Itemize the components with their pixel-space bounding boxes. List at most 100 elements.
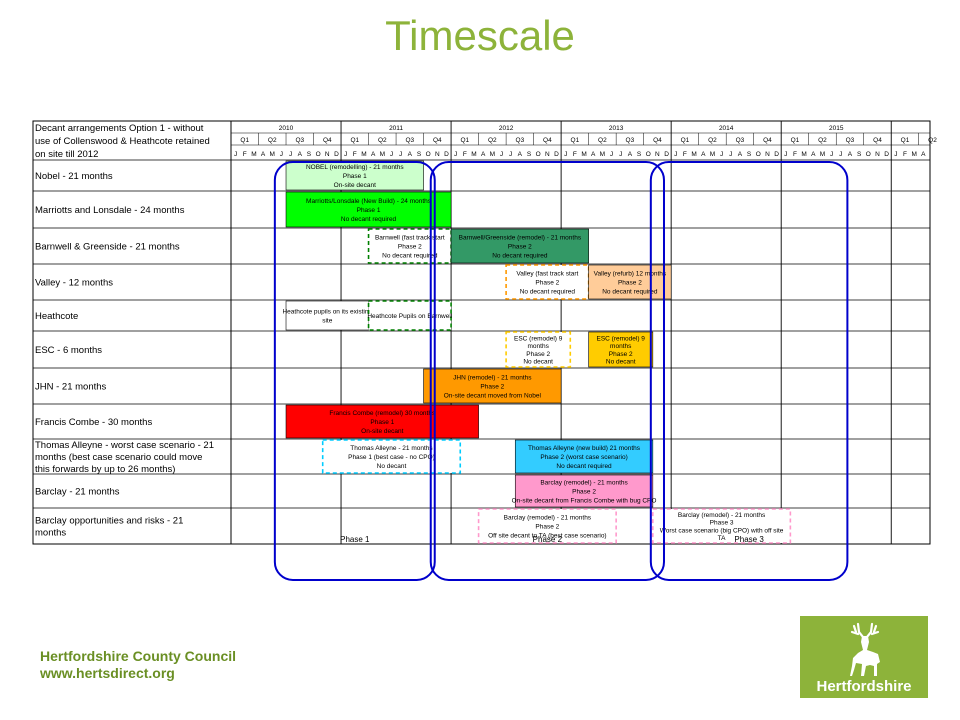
month-label: J	[830, 151, 833, 158]
task-bar: Marriotts/Lonsdale (New Build) - 24 mont…	[285, 191, 452, 228]
task-bar-rect	[450, 228, 589, 264]
task-bar-text: months	[610, 343, 632, 350]
month-label: N	[325, 151, 330, 158]
quarter-label: Q1	[240, 137, 249, 144]
year-label: 2015	[829, 125, 844, 132]
task-label: Heathcote	[35, 311, 78, 322]
task-bar-text: Phase 1	[370, 419, 394, 426]
phase-outline: Phase 3	[649, 161, 849, 581]
footer-org: Hertfordshire County Council	[40, 648, 237, 664]
month-label: N	[765, 151, 770, 158]
month-label: D	[774, 151, 779, 158]
month-label: J	[619, 151, 622, 158]
task-bar-text: Phase 2	[572, 489, 596, 496]
quarter-label: Q2	[708, 137, 717, 144]
month-label: J	[720, 151, 723, 158]
task-bar-rect	[367, 228, 452, 264]
task-bar-text: No decant	[523, 358, 553, 365]
task-bar-rect	[588, 264, 672, 300]
quarter-label: Q1	[681, 137, 690, 144]
header-label-line: on site till 2012	[35, 149, 98, 160]
task-bar-text: months	[528, 343, 550, 350]
month-label: M	[490, 151, 495, 158]
month-label: S	[747, 151, 752, 158]
month-label: J	[894, 151, 897, 158]
task-label: Valley - 12 months	[35, 278, 113, 289]
phase-outline-shape	[429, 161, 665, 581]
task-bar-text: No decant required	[382, 253, 438, 260]
task-bar-text: Phase 2	[508, 244, 532, 251]
month-label: J	[564, 151, 567, 158]
task-label: Barnwell & Greenside - 21 months	[35, 242, 180, 253]
month-label: A	[518, 151, 523, 158]
footer-url[interactable]: www.hertsdirect.org	[40, 665, 175, 681]
month-label: F	[353, 151, 357, 158]
task-bar-text: On-site decant	[361, 428, 403, 435]
task-bar-rect	[514, 439, 654, 474]
month-label: D	[334, 151, 339, 158]
task-bar-text: Phase 2	[526, 351, 550, 358]
month-label: M	[581, 151, 586, 158]
task-bar-text: Phase 1	[343, 173, 367, 180]
task-label: months	[35, 528, 66, 539]
month-label: M	[600, 151, 605, 158]
quarter-label: Q3	[846, 137, 855, 144]
month-label: M	[820, 151, 825, 158]
task-label: Barclay - 21 months	[35, 487, 120, 498]
month-label: M	[710, 151, 715, 158]
task-bar-rect	[588, 331, 654, 368]
task-bar-text: No decant required	[520, 289, 576, 296]
task-label: months (best case scenario could move	[35, 452, 202, 463]
phase-outline: Phase 2	[429, 161, 665, 581]
month-label: J	[390, 151, 393, 158]
month-label: O	[426, 151, 431, 158]
task-bar-text: Barclay (remodel) - 21 months	[540, 479, 628, 486]
task-label: Marriotts and Lonsdale - 24 months	[35, 205, 185, 216]
month-label: D	[554, 151, 559, 158]
quarter-label: Q4	[323, 137, 332, 144]
month-label: J	[674, 151, 677, 158]
year-label: 2014	[719, 125, 734, 132]
task-bar: Heathcote Pupils on Barnwell	[367, 300, 453, 331]
month-label: A	[591, 151, 596, 158]
month-label: O	[316, 151, 321, 158]
quarter-label: Q3	[736, 137, 745, 144]
month-label: N	[655, 151, 660, 158]
page-title: Timescale	[385, 12, 575, 59]
month-label: M	[270, 151, 275, 158]
month-label: J	[454, 151, 457, 158]
phase-label: Phase 2	[533, 535, 563, 544]
task-bar-text: Phase 1 (best case - no CPO)	[348, 454, 435, 461]
year-label: 2012	[499, 125, 514, 132]
quarter-label: Q3	[295, 137, 304, 144]
month-label: F	[573, 151, 577, 158]
task-bar-text: NOBEL (remodelling) - 21 months	[306, 164, 404, 171]
task-bar-text: site	[322, 318, 333, 325]
task-bar-text: Heathcote Pupils on Barnwell	[367, 313, 452, 320]
task-bar-text: Barclay (remodel) - 21 months	[504, 514, 592, 521]
task-label: JHN - 21 months	[35, 382, 107, 393]
month-label: S	[527, 151, 532, 158]
task-bar-text: Phase 2	[609, 351, 633, 358]
task-bar-rect	[423, 368, 562, 404]
task-bar-text: No decant required	[602, 289, 658, 296]
task-bar-rect	[285, 300, 369, 331]
month-label: D	[884, 151, 889, 158]
month-label: A	[261, 151, 266, 158]
task-bar-text: Phase 2	[618, 280, 642, 287]
month-label: J	[399, 151, 402, 158]
month-label: F	[243, 151, 247, 158]
quarter-label: Q1	[791, 137, 800, 144]
stag-icon	[850, 622, 880, 676]
year-label: 2011	[389, 125, 403, 132]
task-bar-text: JHN (remodel) - 21 months	[453, 374, 532, 381]
quarter-label: Q1	[901, 137, 910, 144]
task-bar-text: On-site decant moved from Nobel	[444, 393, 542, 400]
header-label-line: Decant arrangements Option 1 - without	[35, 123, 204, 134]
task-label: Thomas Alleyne - worst case scenario - 2…	[35, 440, 214, 451]
task-bar-text: No decant	[606, 358, 636, 365]
